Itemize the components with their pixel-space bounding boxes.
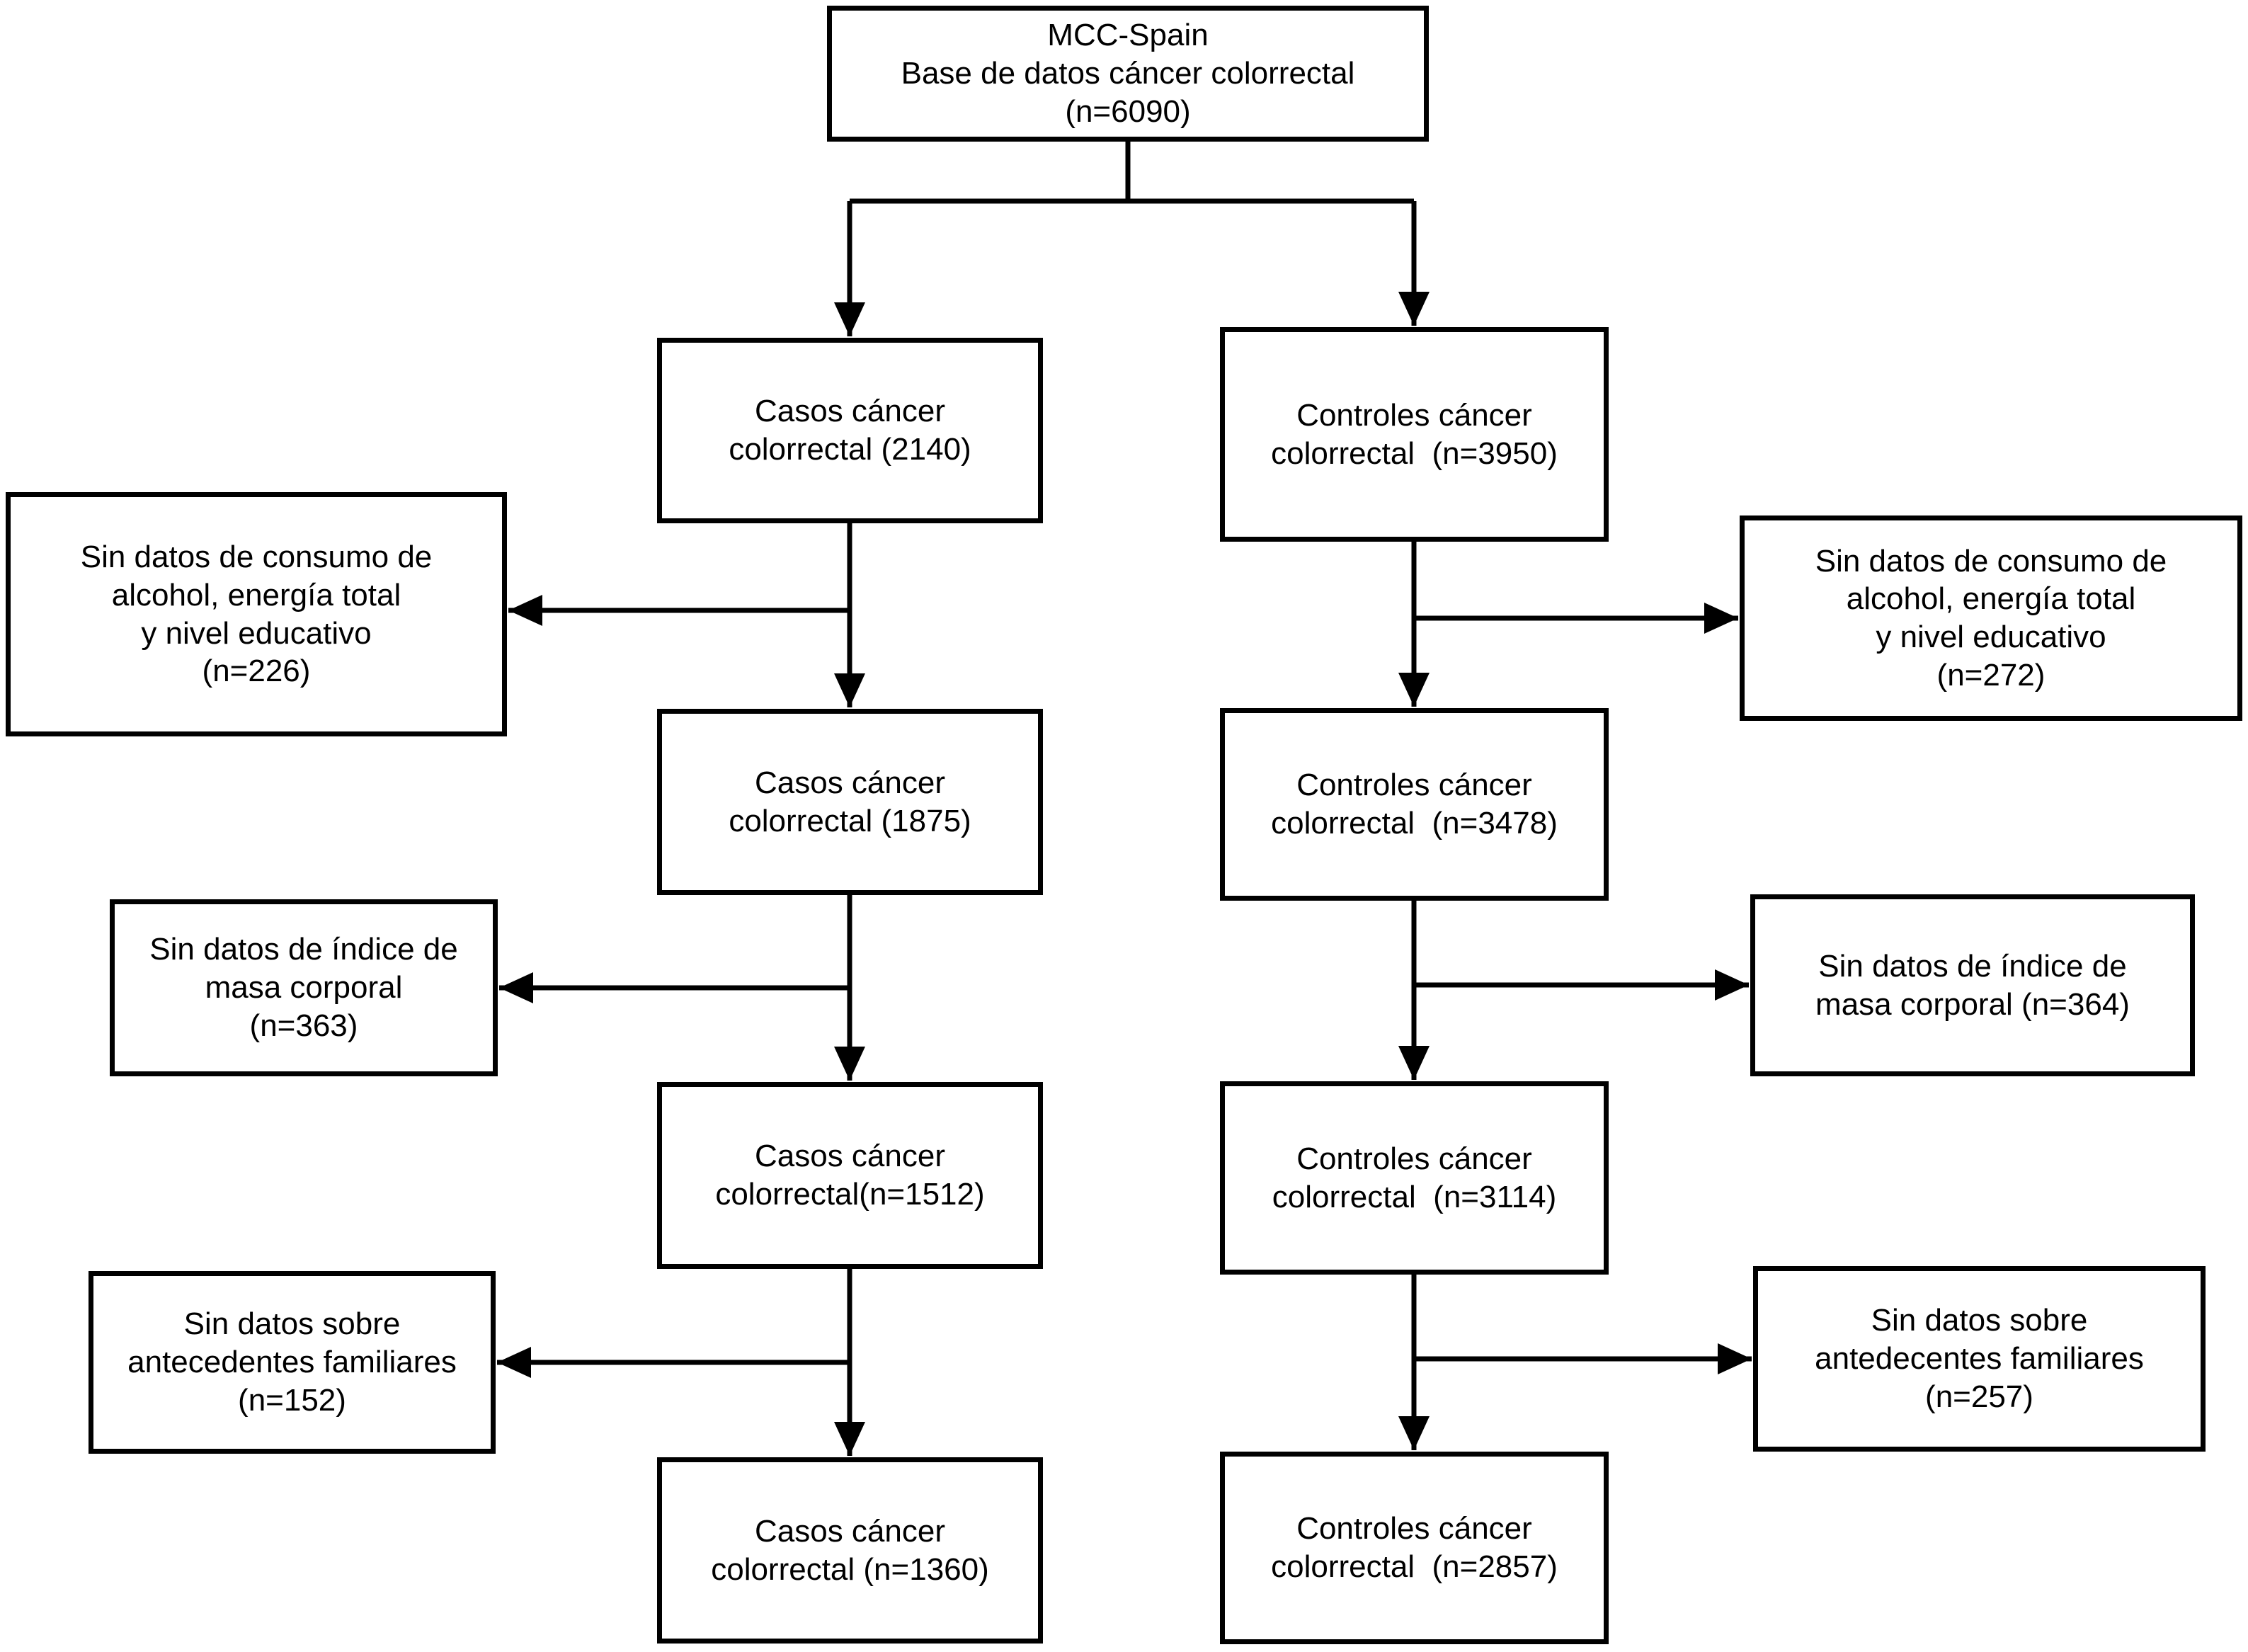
node-cases-1875: Casos cáncer colorrectal (1875) <box>657 709 1043 895</box>
node-controls-3114: Controles cáncer colorrectal (n=3114) <box>1220 1081 1609 1275</box>
node-exclusion-controls-bmi: Sin datos de índice de masa corporal (n=… <box>1750 894 2195 1076</box>
node-cases-1360: Casos cáncer colorrectal (n=1360) <box>657 1457 1043 1644</box>
node-controls-3950: Controles cáncer colorrectal (n=3950) <box>1220 327 1609 542</box>
node-exclusion-cases-bmi: Sin datos de índice de masa corporal (n=… <box>110 899 498 1076</box>
node-exclusion-controls-family-history: Sin datos sobre antedecentes familiares … <box>1753 1266 2206 1452</box>
node-exclusion-controls-alcohol-energy-education: Sin datos de consumo de alcohol, energía… <box>1740 515 2242 721</box>
node-database-root: MCC-Spain Base de datos cáncer colorrect… <box>827 6 1429 142</box>
node-controls-3478: Controles cáncer colorrectal (n=3478) <box>1220 708 1609 901</box>
node-controls-2857: Controles cáncer colorrectal (n=2857) <box>1220 1452 1609 1644</box>
node-exclusion-cases-alcohol-energy-education: Sin datos de consumo de alcohol, energía… <box>6 492 507 736</box>
node-cases-1512: Casos cáncer colorrectal(n=1512) <box>657 1082 1043 1269</box>
node-exclusion-cases-family-history: Sin datos sobre antecedentes familiares … <box>89 1271 496 1454</box>
node-cases-2140: Casos cáncer colorrectal (2140) <box>657 338 1043 523</box>
